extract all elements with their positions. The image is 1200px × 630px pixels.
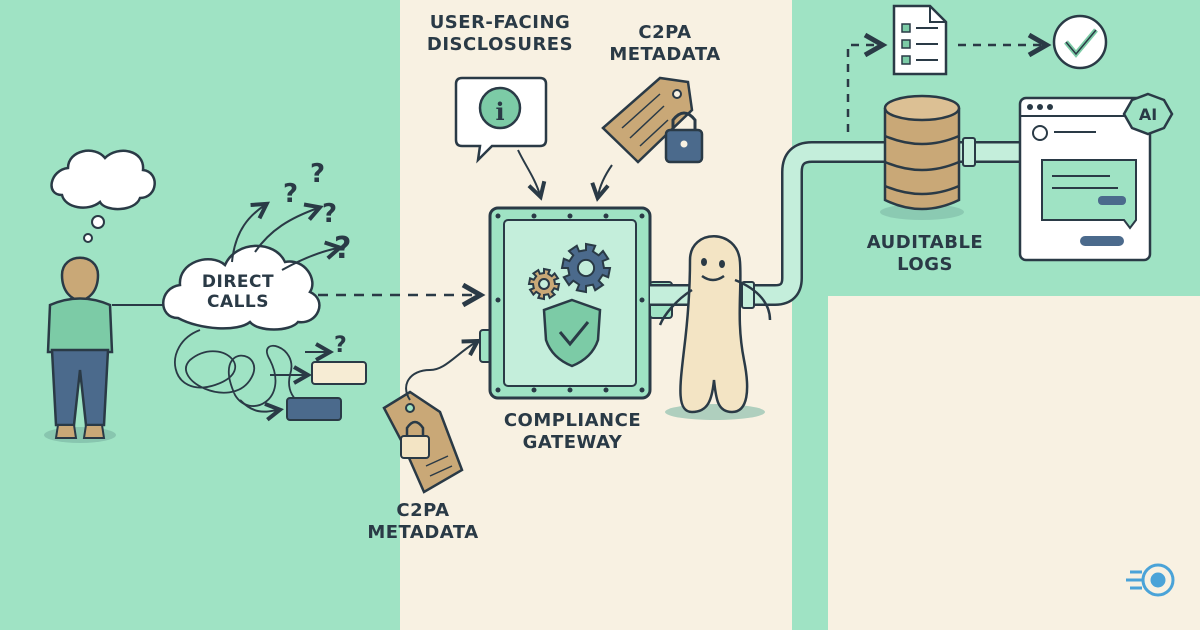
c2pa-top-line2: METADATA [609, 43, 721, 65]
gear-icon-large [560, 242, 612, 294]
output-box-navy [286, 397, 342, 421]
cloud-icon [162, 244, 321, 331]
direct-calls-line2: CALLS [206, 292, 270, 313]
arrow-c2pa-to-gateway [598, 164, 613, 196]
tangle-arrows [239, 352, 328, 412]
c2pa-top-line1: C2PA [638, 22, 692, 43]
ai-badge-label: AI [1139, 105, 1157, 124]
info-glyph: i [495, 97, 504, 126]
tag-icon-top [601, 76, 694, 164]
question-mark: ? [283, 179, 298, 209]
lock-icon-top [664, 111, 704, 164]
c2pa-metadata-top-label: C2PA METADATA [605, 22, 725, 65]
check-circle-icon [1052, 14, 1108, 70]
info-speech-bubble-icon [454, 76, 548, 164]
question-mark: ? [322, 199, 337, 229]
mascot-icon [658, 235, 772, 420]
direct-calls-line1: DIRECT [201, 272, 275, 292]
user-facing-line2: DISCLOSURES [426, 33, 574, 55]
vault-rivet [639, 213, 645, 219]
vault-rivet [639, 297, 645, 303]
arrow-disclosures-to-gateway [517, 149, 540, 195]
output-box-cream [311, 361, 367, 385]
c2pa-bottom-line2: METADATA [367, 521, 479, 543]
dashed-log-arrows [846, 45, 1044, 132]
vault-rivets [495, 213, 645, 393]
direct-calls-label: DIRECT CALLS [178, 272, 298, 313]
tangled-lines-icon [174, 329, 321, 407]
vault-rivet [603, 213, 609, 219]
logs-line2: LOGS [897, 253, 953, 275]
brand-logo-icon [1126, 563, 1175, 597]
vault-rivet [603, 387, 609, 393]
gateway-line2: GATEWAY [522, 431, 623, 453]
checklist-document-icon [892, 4, 948, 76]
empty-cream-area [828, 296, 1200, 630]
shield-check-icon [542, 298, 602, 368]
vault-rivet [567, 213, 573, 219]
vault-rivet [495, 387, 501, 393]
question-mark: ? [310, 159, 325, 189]
question-arrows [231, 205, 338, 271]
vault-rivet [495, 213, 501, 219]
compliance-gateway-label: COMPLIANCE GATEWAY [485, 410, 660, 453]
ai-badge-icon [1122, 92, 1174, 136]
user-facing-disclosures-label: USER-FACING DISCLOSURES [400, 12, 600, 55]
thought-bubble-icon [50, 149, 156, 243]
vault-rivet [639, 387, 645, 393]
question-mark: ? [334, 333, 347, 358]
lock-icon-bottom [400, 420, 430, 459]
vault-rivet [567, 387, 573, 393]
question-mark: ? [334, 231, 351, 266]
vault-rivet [495, 297, 501, 303]
arrow-bottom-tag-to-gateway [405, 342, 476, 401]
user-facing-line1: USER-FACING [429, 12, 571, 33]
vault-rivet [531, 387, 537, 393]
c2pa-bottom-line1: C2PA [396, 500, 450, 521]
gear-icon-small [527, 267, 561, 301]
c2pa-metadata-bottom-label: C2PA METADATA [358, 500, 488, 543]
browser-window-icon [1018, 96, 1152, 262]
auditable-logs-label: AUDITABLE LOGS [855, 232, 995, 275]
gateway-line1: COMPLIANCE [503, 410, 642, 431]
database-icon [880, 94, 964, 220]
person-icon [44, 256, 116, 443]
vault-rivet [531, 213, 537, 219]
logs-line1: AUDITABLE [866, 232, 984, 253]
